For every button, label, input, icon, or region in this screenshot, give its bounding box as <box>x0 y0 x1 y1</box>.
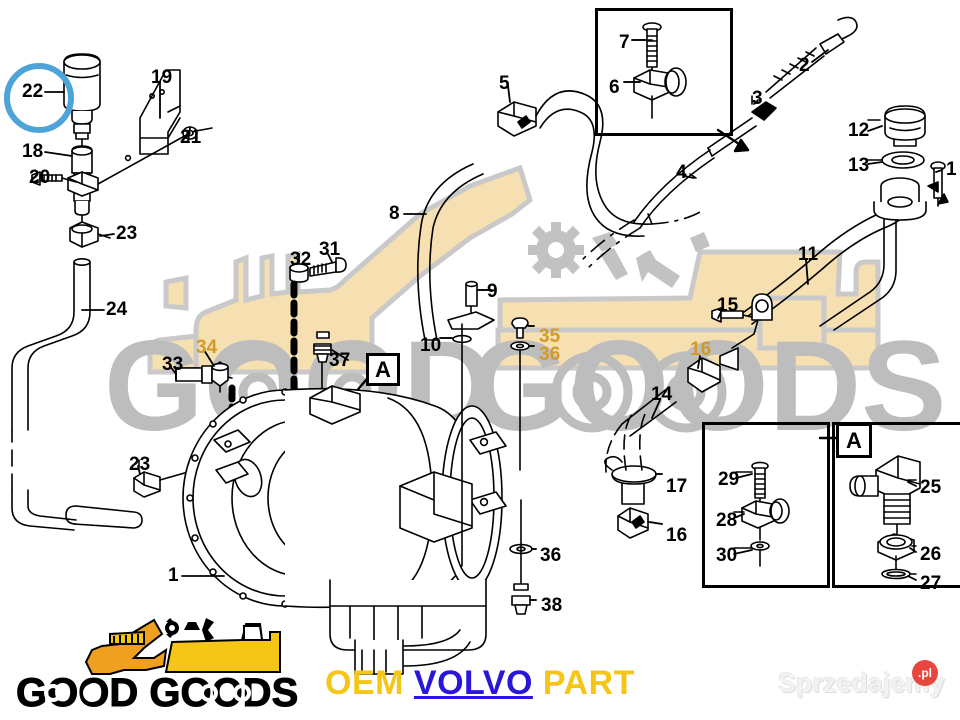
part-36-washer-upper <box>510 341 535 471</box>
logo-text: GOOD GOODS <box>16 671 298 710</box>
callout-36: 36 <box>539 344 561 365</box>
part-15-bolt <box>711 307 757 323</box>
part-10-washer <box>439 311 495 567</box>
callout-24: 24 <box>106 299 128 320</box>
part-23-clamp-upper <box>69 221 111 248</box>
oem-volvo-part-text: OEM VOLVO PART <box>325 664 635 703</box>
callout-leader-lines <box>33 39 943 601</box>
callout-23: 23 <box>116 223 138 244</box>
sprzedajemy-pl-badge: .pl <box>912 660 938 686</box>
watermark-gear-icon <box>528 222 584 278</box>
part-16-clamp-lower <box>617 507 663 539</box>
callout-16: 16 <box>690 339 712 360</box>
callout-27: 27 <box>920 573 942 594</box>
part-32-bushing <box>289 263 309 283</box>
part-2-handle <box>765 16 858 99</box>
callout-2: 2 <box>799 55 810 76</box>
callout-10: 10 <box>420 335 442 356</box>
part-16-elbow <box>687 347 739 393</box>
part-8-hose <box>417 163 484 341</box>
part-1-bolt-right <box>927 161 949 207</box>
callout-20: 20 <box>29 167 51 188</box>
logo-tyre-icon <box>44 684 251 702</box>
logo-dumptruck-icon <box>164 623 281 673</box>
part-1-axle-housing <box>182 385 507 675</box>
callout-1: 1 <box>168 565 179 586</box>
logo-tool-icons <box>165 618 214 642</box>
callout-23: 23 <box>129 454 151 475</box>
callout-16: 16 <box>666 525 688 546</box>
callout-25: 25 <box>920 477 942 498</box>
good-goods-logo: GOOD GOODS <box>16 618 299 710</box>
callout-31: 31 <box>319 239 341 260</box>
oem-word: OEM <box>325 664 404 702</box>
callout-18: 18 <box>22 141 44 162</box>
part-11-pipe <box>731 199 909 349</box>
watermark-bolt-icon <box>592 232 628 280</box>
callout-36: 36 <box>540 545 562 566</box>
watermark-wrench-icon <box>636 232 710 288</box>
callout-17: 17 <box>666 476 688 497</box>
part-12-cap <box>867 105 926 147</box>
circle-highlight-22 <box>4 63 74 133</box>
detail-inset-bottom-right <box>832 422 960 588</box>
part-17-clamp <box>604 455 663 505</box>
callout-9: 9 <box>487 281 498 302</box>
callout-1: 1 <box>946 159 957 180</box>
part-37-sensor <box>313 331 332 401</box>
part-13-gasket <box>867 151 925 169</box>
part-24-hose <box>11 257 143 531</box>
callout-26: 26 <box>920 544 942 565</box>
callout-34: 34 <box>196 337 218 358</box>
part-35-plug <box>511 317 535 339</box>
callout-7: 7 <box>619 32 630 53</box>
part-36-washer-lower <box>509 499 537 587</box>
callout-29: 29 <box>718 469 740 490</box>
callout-35: 35 <box>539 326 561 347</box>
part-18-valve-body <box>67 145 99 229</box>
inset-br-contents <box>849 455 921 580</box>
volvo-word: VOLVO <box>413 664 533 702</box>
part-4-cable <box>579 117 757 271</box>
detail-inset-bottom-left <box>702 422 830 588</box>
detail-inset-top <box>595 8 733 136</box>
callout-28: 28 <box>716 510 738 531</box>
callout-21: 21 <box>180 127 202 148</box>
callout-12: 12 <box>848 120 870 141</box>
callout-33: 33 <box>162 354 184 375</box>
section-marker-a: A <box>836 423 872 458</box>
callout-3: 3 <box>752 88 763 109</box>
callout-8: 8 <box>389 203 400 224</box>
section-marker-a: A <box>366 353 400 386</box>
callout-38: 38 <box>541 595 563 616</box>
logo-excavator-icon <box>84 618 168 675</box>
watermark-excavator-icon <box>147 164 533 375</box>
callout-22: 22 <box>22 81 44 102</box>
callout-15: 15 <box>717 295 739 316</box>
callout-6: 6 <box>609 77 620 98</box>
part-31-bolt <box>309 257 347 277</box>
callout-32: 32 <box>290 249 312 270</box>
callout-37: 37 <box>329 350 351 371</box>
part-34-elbow <box>211 361 229 393</box>
part-14-pipe <box>605 387 677 473</box>
callout-5: 5 <box>499 73 510 94</box>
part-3-joint <box>751 95 777 121</box>
part-5-clamp <box>497 101 537 137</box>
callout-19: 19 <box>151 67 173 88</box>
callout-11: 11 <box>798 244 819 265</box>
callout-13: 13 <box>848 155 870 176</box>
part-word: PART <box>542 664 635 702</box>
callout-14: 14 <box>651 384 673 405</box>
callout-4: 4 <box>676 162 687 183</box>
part-33-fitting <box>175 365 233 384</box>
callout-30: 30 <box>716 545 738 566</box>
part-filler-neck <box>873 177 927 221</box>
inset-top-contents <box>623 22 687 119</box>
part-20-bolt <box>31 171 77 186</box>
inset-bl-contents <box>733 461 790 567</box>
part-38-sensor <box>511 583 537 615</box>
